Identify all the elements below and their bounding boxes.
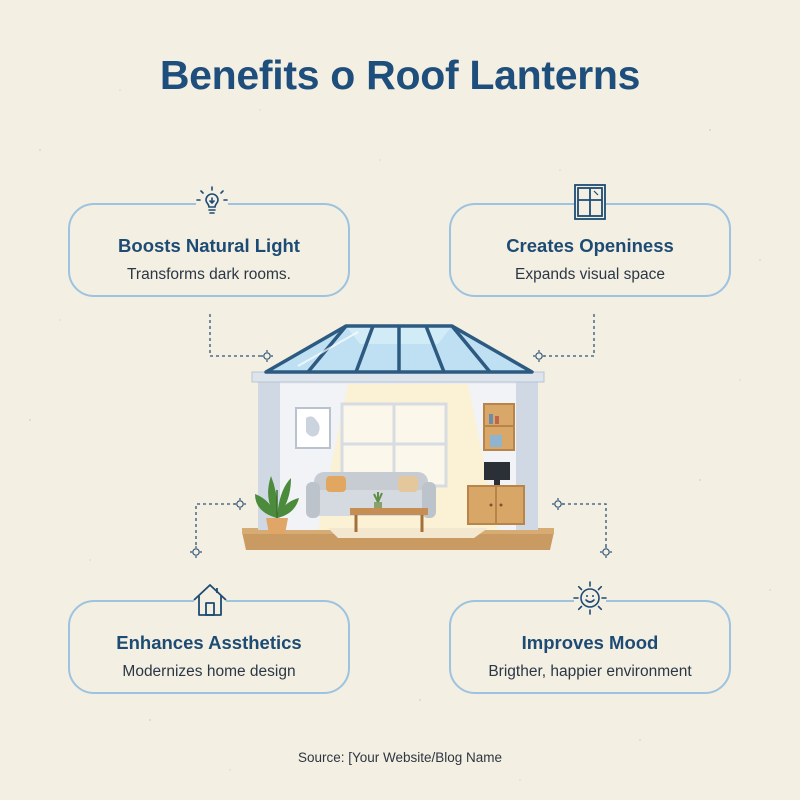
card-title: Creates Openiness	[506, 235, 674, 256]
card-description: Expands visual space	[515, 266, 665, 283]
wall-shelf	[483, 403, 515, 451]
connector-node-top-left	[261, 350, 273, 362]
window-icon	[574, 184, 606, 220]
card-title: Improves Mood	[521, 632, 659, 653]
potted-plant	[255, 476, 299, 534]
card-title: Enhances Assthetics	[116, 632, 302, 653]
benefit-card-mood: Improves Mood Brigther, happier environm…	[449, 600, 731, 694]
connector-node-low-right	[600, 546, 612, 558]
smiling-sun-icon	[573, 581, 607, 615]
card-description: Transforms dark rooms.	[127, 266, 291, 283]
connector-node-mid-right	[552, 498, 564, 510]
tv-cabinet	[467, 462, 525, 525]
house-icon	[193, 584, 227, 616]
roof-lantern	[264, 324, 534, 374]
card-description: Modernizes home design	[122, 663, 296, 680]
card-title: Boosts Natural Light	[118, 235, 300, 256]
connector-node-mid-left	[234, 498, 246, 510]
wall-picture	[295, 407, 331, 449]
source-credit: Source: [Your Website/Blog Name	[297, 750, 503, 765]
benefit-card-openness: Creates Openiness Expands visual space	[449, 203, 731, 297]
lightbulb-icon	[196, 186, 228, 218]
connector-node-top-right	[533, 350, 545, 362]
connector-node-low-left	[190, 546, 202, 558]
coffee-table	[350, 492, 428, 532]
page-title: Benefits o Roof Lanterns	[159, 52, 641, 98]
card-description: Brigther, happier environment	[488, 663, 692, 680]
roof-lantern-living-room-illustration	[242, 324, 554, 550]
rug	[328, 528, 488, 538]
